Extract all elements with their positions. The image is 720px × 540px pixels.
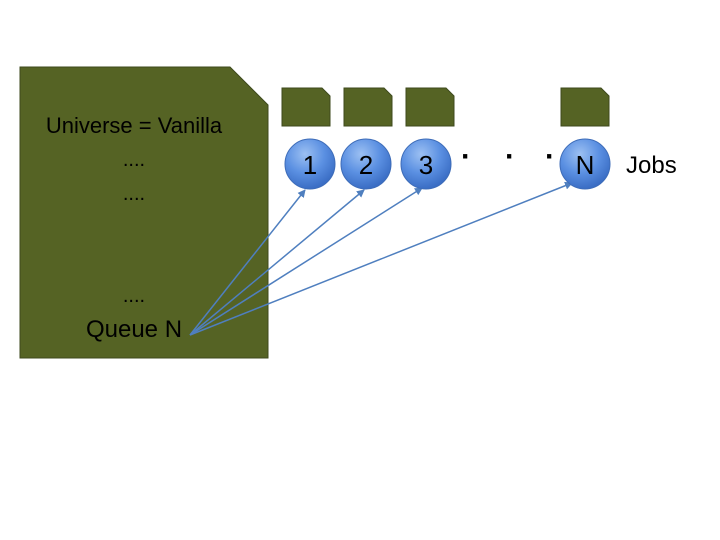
job-node-2: 2 [340,138,392,190]
submit-file-shape [19,66,269,359]
job-node-3: 3 [400,138,452,190]
jobs-label: Jobs [626,152,677,179]
job-document-icon-3 [405,87,455,127]
arrow-to-job-2 [189,189,365,336]
job-node-1: 1 [284,138,336,190]
job-document-icon-2 [343,87,393,127]
arrow-to-job-3 [189,187,423,336]
arrow-to-job-n [189,181,573,336]
queue-line: Queue N [86,316,182,343]
job-node-3-label: 3 [419,150,433,180]
job-node-n: N [559,138,611,190]
ellipsis-line-3: .... [123,285,145,307]
job-document-icon-1 [281,87,331,127]
job-node-2-label: 2 [359,150,373,180]
ellipsis-line-1: .... [123,149,145,171]
ellipsis-dot-1: · [461,140,471,173]
universe-line: Universe = Vanilla [46,113,223,138]
arrow-to-job-1 [189,189,306,336]
job-document-icon-n [560,87,610,127]
ellipsis-dot-3: · [545,140,555,173]
job-node-n-label: N [576,150,595,180]
job-node-1-label: 1 [303,150,317,180]
ellipsis-line-2: .... [123,183,145,205]
ellipsis-dot-2: · [505,140,515,173]
